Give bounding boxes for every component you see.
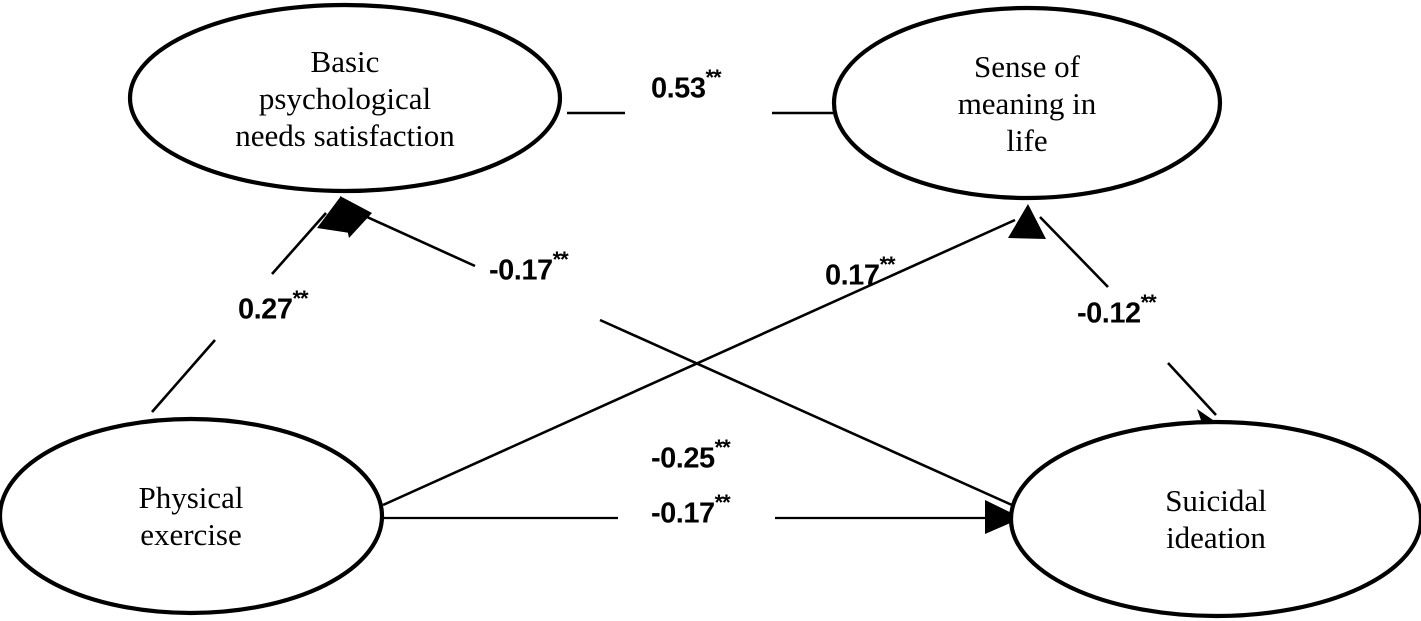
path-meaning-to-suicidal-segment-upper xyxy=(1039,216,1109,288)
path-needs-to-suicidal-arrowhead xyxy=(985,500,1022,534)
node-meaning-ellipse[interactable] xyxy=(831,5,1223,201)
path-needs-to-suicidal-upper xyxy=(340,196,1013,507)
coefficient-needs-to-suicidal: -0.25** xyxy=(651,435,731,475)
coefficient-exercise-to-needs: 0.27** xyxy=(238,286,309,326)
node-basic-needs-ellipse[interactable] xyxy=(127,2,563,194)
coefficient-exercise-to-suicidal: -0.17** xyxy=(651,490,731,530)
node-suicidal-ellipse[interactable] xyxy=(1008,419,1421,619)
path-exercise-to-meaning-segment xyxy=(382,218,1016,507)
path-exercise-to-needs-arrowhead xyxy=(317,196,350,233)
path-exercise-to-needs xyxy=(151,196,350,413)
path-exercise-to-needs-segment-upper xyxy=(271,212,327,275)
path-needs-to-suicidal xyxy=(985,500,1022,534)
path-exercise-to-meaning-arrowhead xyxy=(1008,204,1046,239)
path-meaning-to-suicidal-segment-lower xyxy=(1167,362,1217,416)
node-exercise-ellipse[interactable] xyxy=(0,416,385,616)
coefficient-exercise-to-meaning: 0.17** xyxy=(825,252,896,292)
path-exercise-to-meaning xyxy=(382,204,1046,507)
path-needs-to-suicidal-upper-arrowhead xyxy=(340,196,372,238)
path-exercise-to-needs-segment-lower xyxy=(151,339,216,413)
coefficient-meaning-to-suicidal: -0.12** xyxy=(1077,290,1157,330)
coefficient-needs-to-meaning: 0.53** xyxy=(651,65,722,105)
path-needs-upper-segment-b xyxy=(599,318,1013,507)
coefficient-needs-to-suicidal-upper: -0.17** xyxy=(489,247,569,287)
